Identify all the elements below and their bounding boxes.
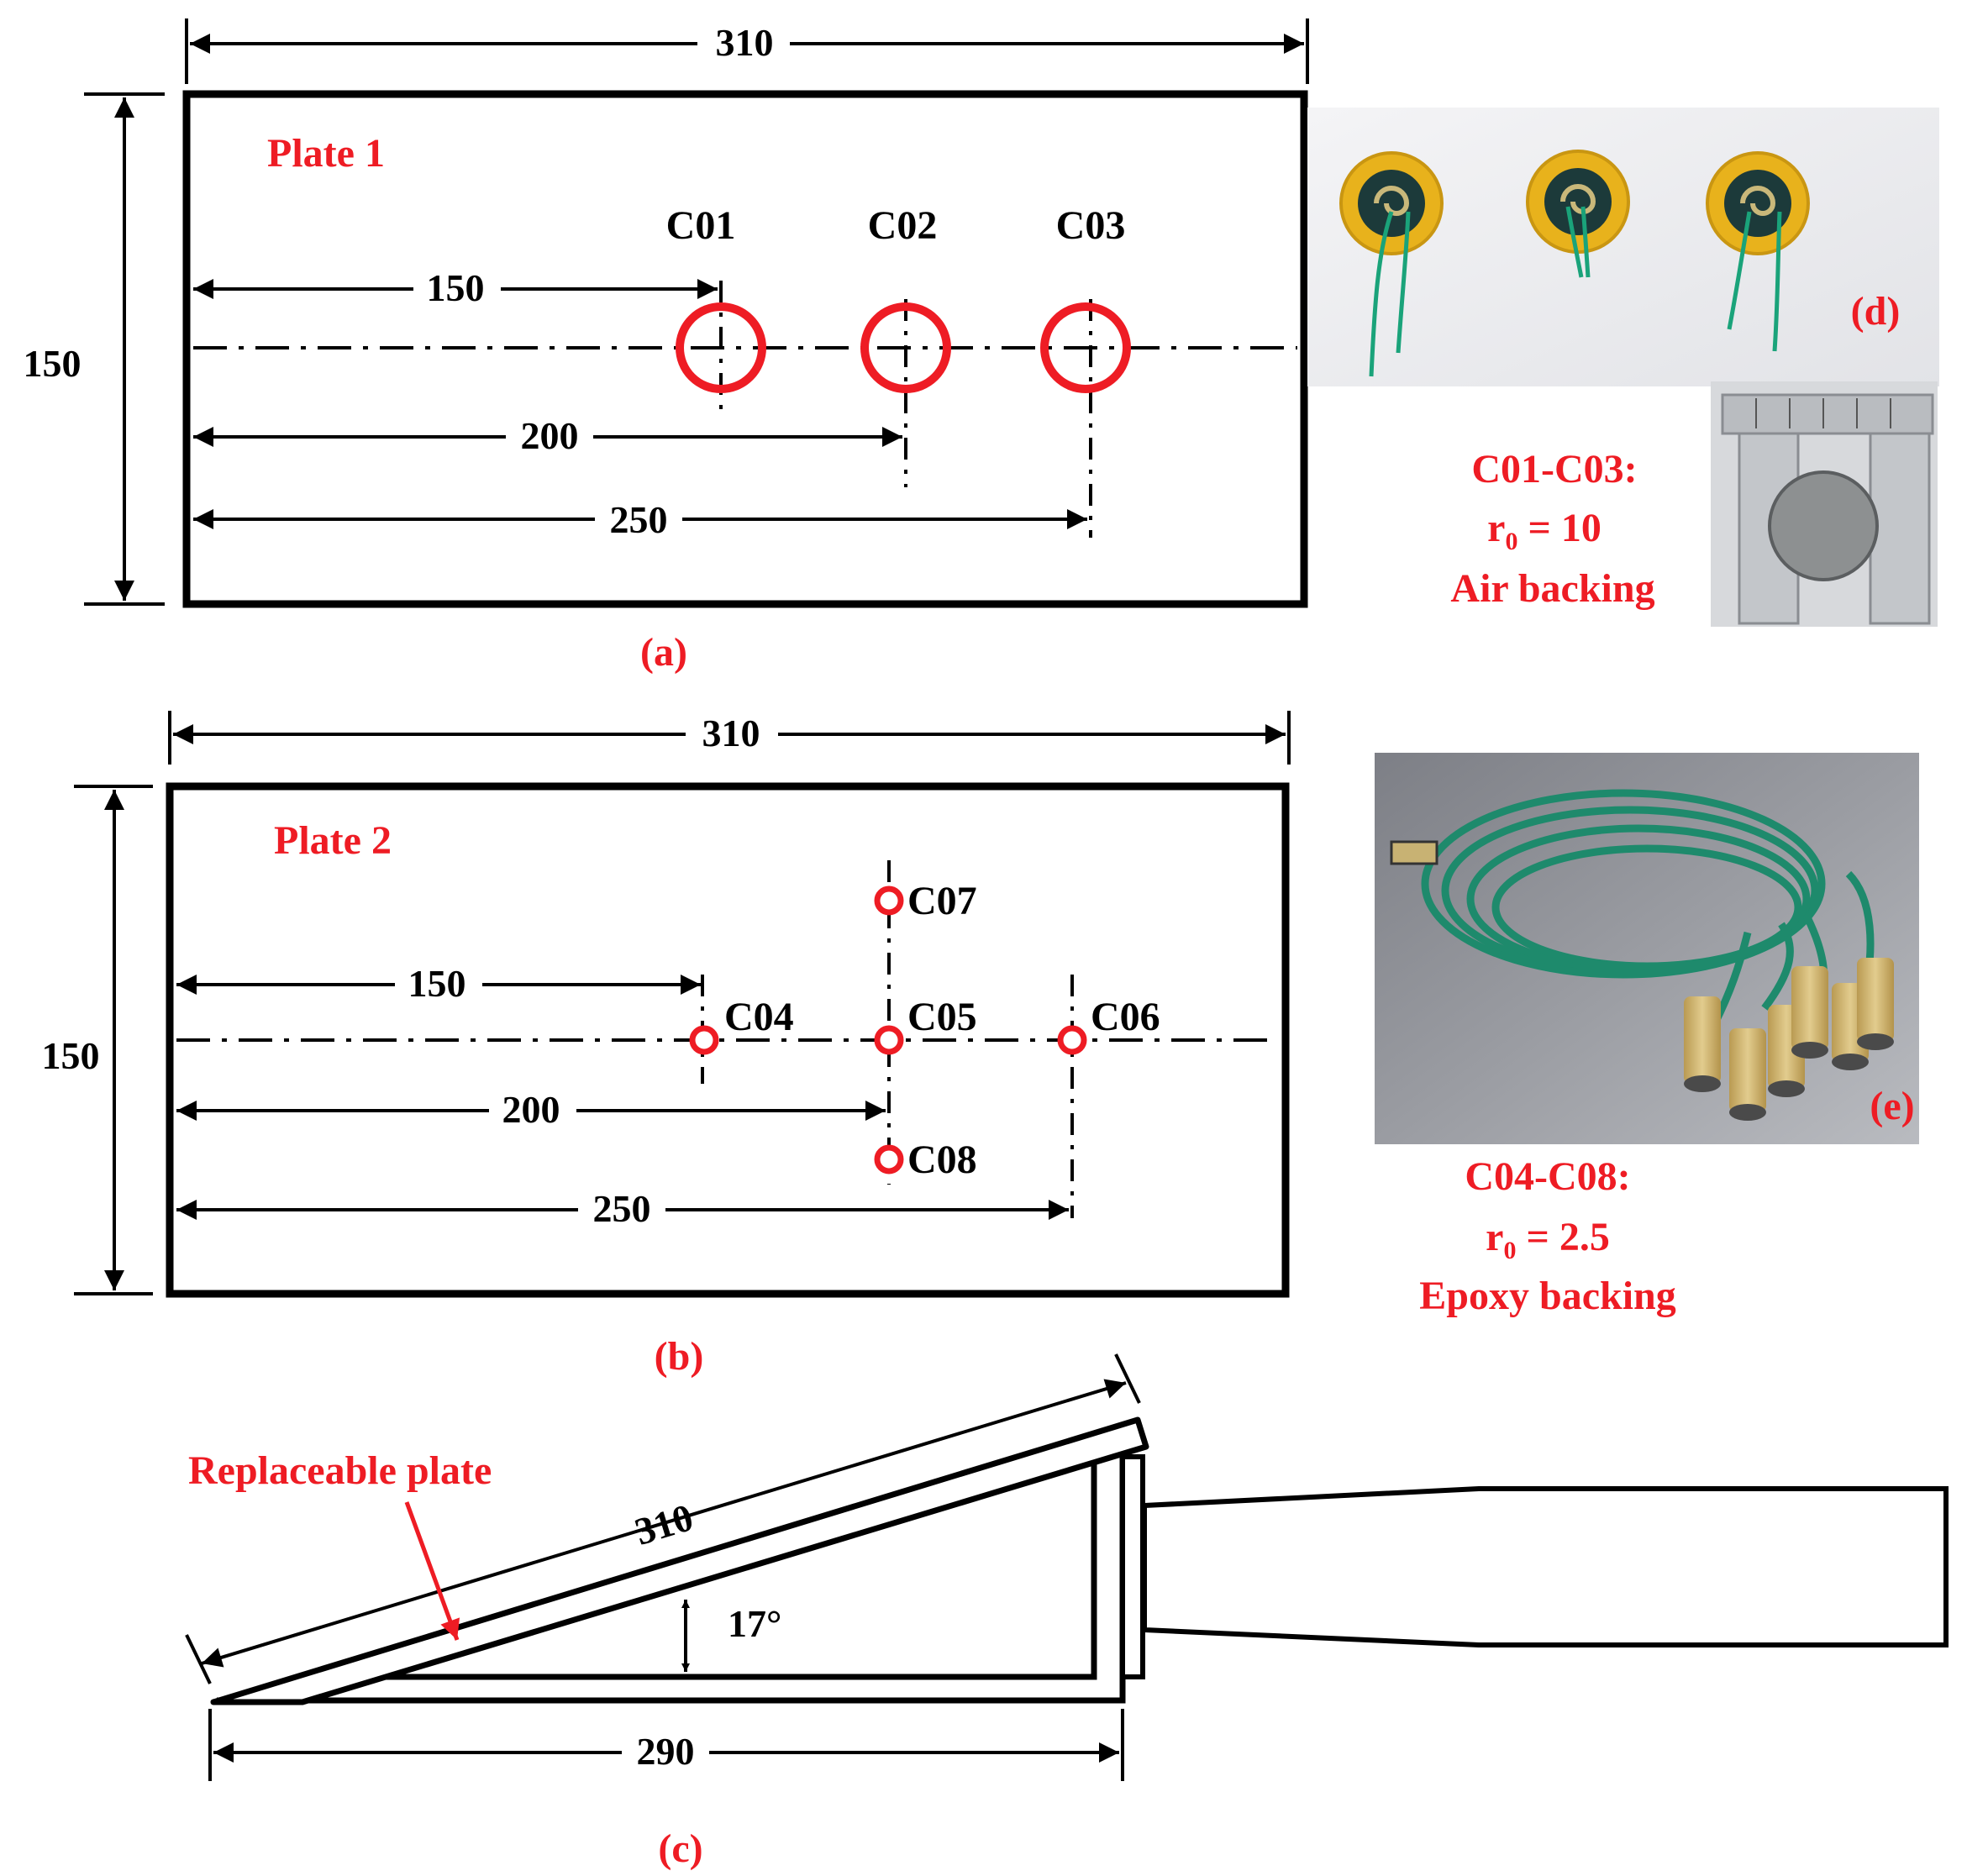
sensor-c06-label: C06 [1091,995,1160,1039]
dimension-250-label: 250 [593,1187,651,1230]
panel-b: 310 150 Plate 2 C04 C05 C06 C07 C08 150 … [42,711,1291,1379]
height-dimension-label: 150 [24,342,82,385]
sensor-c02 [860,302,951,393]
spec-c01-c03-line3: Air backing [1450,566,1654,611]
sensor-c08 [874,1144,904,1174]
dimension-200-label: 200 [521,414,579,457]
spec-c04-c08-line3: Epoxy backing [1419,1274,1675,1318]
panel-c: 310 290 17° Replaceable plate (c) [185,1353,1949,1871]
panel-a: 310 150 Plate 1 C01 C02 C03 150 200 250 … [24,18,1309,675]
plate-2-label: Plate 2 [274,818,392,863]
transducer-photo-2 [1526,150,1630,278]
panel-e: (e) C04-C08: r0 = 2.5 Epoxy backing [1375,753,1919,1318]
caliper-photo [1711,381,1938,627]
handle [1142,1486,1949,1647]
sensor-c04-label: C04 [724,995,794,1039]
sensor-c04 [689,1025,719,1055]
panel-c-caption: (c) [658,1826,702,1871]
sensor-c08-label: C08 [907,1138,977,1182]
spec-c04-c08-radius: r0 = 2.5 [1486,1215,1610,1264]
transducer-photo-3 [1706,151,1810,352]
height-dimension-label: 150 [42,1034,100,1077]
sensor-c03 [1040,302,1131,393]
sensor-c07 [874,885,904,916]
plate-2-outline [166,782,1290,1298]
connector [1390,840,1438,865]
mounting-block [1120,1454,1145,1679]
panel-b-caption: (b) [655,1334,704,1379]
sensor-c05-label: C05 [907,995,977,1039]
spec-c01-c03-radius: r0 = 10 [1487,506,1601,555]
panel-e-caption: (e) [1870,1084,1914,1128]
epoxy-sensor-cylinders [1684,958,1894,1121]
panel-a-caption: (a) [640,630,687,675]
plate-length-label: 310 [630,1495,698,1553]
transducer-photo-1 [1339,151,1444,377]
sensor-c07-label: C07 [907,879,977,923]
angle-label: 17° [728,1602,781,1645]
sensor-c01-label: C01 [666,203,736,248]
dimension-150-label: 150 [408,962,466,1005]
dimension-200-label: 200 [502,1088,560,1131]
panel-d: (d) C01-C03: r0 = 10 Air backing [1307,108,1939,627]
plate-1-label: Plate 1 [267,131,385,176]
plate-1-outline [182,90,1308,608]
sensor-c02-label: C02 [868,203,938,248]
base-length-label: 290 [637,1730,695,1773]
sensor-c06 [1057,1025,1087,1055]
sensor-c05 [874,1025,904,1055]
sensor-c01 [676,302,766,393]
dimension-150-label: 150 [427,266,485,309]
replaceable-plate-pointer [404,1501,460,1641]
sensor-photo-e [1375,753,1919,1144]
plate-length-arrow [201,1379,1127,1668]
cable-bundle [1421,789,1875,1027]
width-dimension-label: 310 [702,712,760,754]
panel-d-caption: (d) [1851,289,1901,334]
replaceable-plate-label: Replaceable plate [188,1448,492,1493]
sensor-c03-label: C03 [1056,203,1126,248]
dimension-250-label: 250 [610,498,668,541]
width-dimension-label: 310 [716,21,774,64]
spec-c01-c03-line1: C01-C03: [1471,447,1637,491]
spec-c04-c08-line1: C04-C08: [1465,1154,1630,1199]
